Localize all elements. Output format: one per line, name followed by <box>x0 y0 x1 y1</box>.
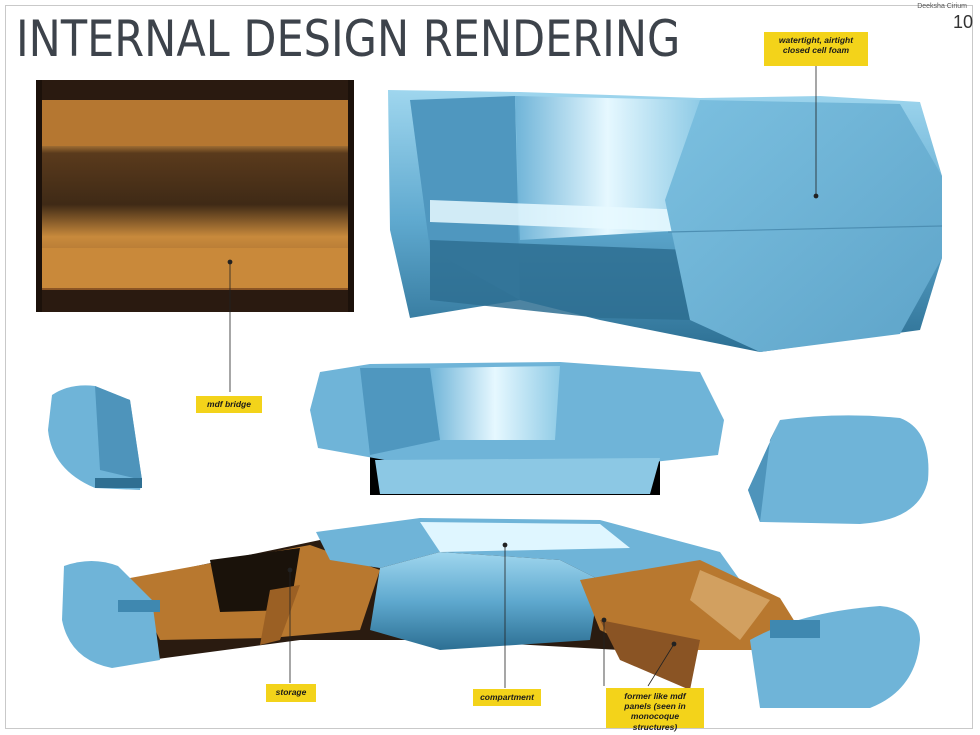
right-end-cap <box>748 415 929 524</box>
page-number: 10 <box>952 12 973 32</box>
assembled-unit-render <box>62 518 920 708</box>
label-mdf-panels: former like mdf panels (seen in monocoqu… <box>606 688 704 732</box>
mdf-bridge-render <box>36 80 354 312</box>
compartment-lid-render <box>310 362 724 495</box>
slide-frame <box>5 5 973 729</box>
label-storage: storage <box>266 684 316 702</box>
foam-block-render <box>388 90 943 352</box>
label-mdf-bridge: mdf bridge <box>196 396 262 413</box>
label-foam: watertight, airtight closed cell foam <box>764 32 868 66</box>
slide-title: INTERNAL DESIGN RENDERING <box>16 10 681 68</box>
leader-lines <box>227 66 819 688</box>
left-end-cap <box>48 385 142 490</box>
label-compartment: compartment <box>473 689 541 706</box>
author-name: Deeksha Cirium <box>917 3 967 10</box>
